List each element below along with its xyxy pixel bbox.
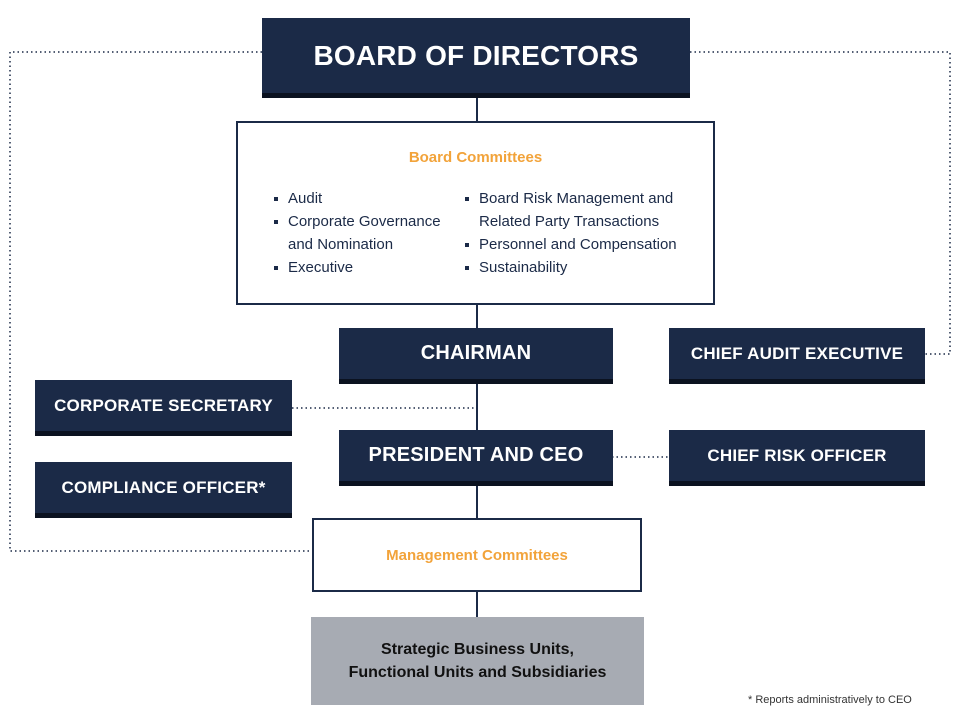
- board-of-directors-box: BOARD OF DIRECTORS: [262, 18, 690, 98]
- management-committees-title: Management Committees: [386, 546, 568, 564]
- chief-audit-executive-label: CHIEF AUDIT EXECUTIVE: [690, 343, 904, 363]
- business-units-line-2: Functional Units and Subsidiaries: [348, 664, 607, 681]
- chief-risk-officer-label: CHIEF RISK OFFICER: [707, 445, 887, 465]
- corporate-secretary-label: CORPORATE SECRETARY: [54, 395, 273, 415]
- committee-item: Board Risk Management and Related Party …: [465, 187, 701, 233]
- board-committees-right-list: Board Risk Management and Related Party …: [465, 187, 701, 279]
- corporate-secretary-box: CORPORATE SECRETARY: [35, 380, 292, 436]
- chairman-label: CHAIRMAN: [420, 342, 532, 364]
- dotted-line-board-management: [9, 51, 312, 552]
- committee-item: Corporate Governance and Nomination: [274, 210, 454, 256]
- board-of-directors-label: BOARD OF DIRECTORS: [313, 39, 639, 71]
- president-ceo-box: PRESIDENT AND CEO: [339, 430, 613, 486]
- dotted-line-board-audit: [690, 51, 951, 355]
- chairman-box: CHAIRMAN: [339, 328, 613, 384]
- board-committees-left-list: Audit Corporate Governance and Nominatio…: [274, 187, 454, 279]
- committee-item: Sustainability: [465, 256, 701, 279]
- footnote: * Reports administratively to CEO: [748, 694, 912, 706]
- chief-risk-officer-box: CHIEF RISK OFFICER: [669, 430, 925, 486]
- committee-item: Audit: [274, 187, 454, 210]
- management-committees-box: Management Committees: [312, 518, 642, 592]
- committee-item: Personnel and Compensation: [465, 233, 701, 256]
- compliance-officer-label: COMPLIANCE OFFICER*: [61, 477, 266, 497]
- business-units-box: Strategic Business Units, Functional Uni…: [311, 617, 644, 705]
- president-ceo-label: PRESIDENT AND CEO: [368, 444, 584, 466]
- board-committees-box: Board Committees Audit Corporate Governa…: [236, 121, 715, 305]
- board-committees-title: Board Committees: [408, 149, 543, 166]
- committee-item: Executive: [274, 256, 454, 279]
- compliance-officer-box: COMPLIANCE OFFICER*: [35, 462, 292, 518]
- business-units-line-1: Strategic Business Units,: [381, 641, 574, 658]
- chief-audit-executive-box: CHIEF AUDIT EXECUTIVE: [669, 328, 925, 384]
